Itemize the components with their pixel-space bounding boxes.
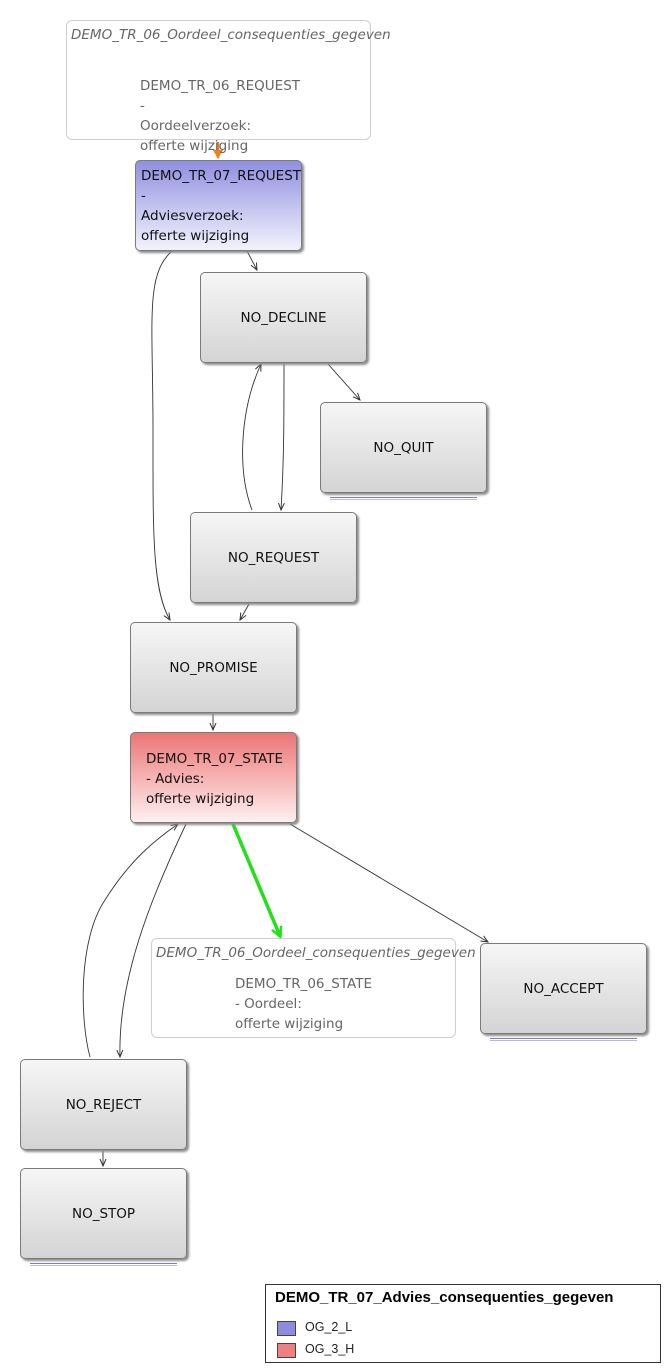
- edge-decline-to-request: [281, 363, 284, 510]
- no-decline-label: NO_DECLINE: [240, 309, 327, 326]
- no-accept-end-marker: [490, 1038, 637, 1041]
- no-stop-end-marker: [30, 1263, 177, 1266]
- no-request-node[interactable]: NO_REQUEST: [190, 512, 357, 603]
- no-reject-label: NO_REJECT: [65, 1096, 142, 1113]
- external-transaction-state[interactable]: DEMO_TR_06_Oordeel_consequenties_gegeven…: [151, 938, 476, 1038]
- legend-label-og3: OG_3_H: [305, 1342, 355, 1356]
- state-node-label: DEMO_TR_07_STATE - Advies: offerte wijzi…: [146, 751, 283, 807]
- no-promise-label: NO_PROMISE: [169, 659, 258, 676]
- no-promise-node[interactable]: NO_PROMISE: [130, 622, 297, 713]
- edge-state-to-accept: [289, 823, 488, 942]
- edge-state-to-reject: [120, 823, 187, 1057]
- external-state-text: DEMO_TR_06_STATE - Oordeel: offerte wijz…: [235, 976, 372, 1032]
- edge-request-to-decline: [246, 250, 257, 270]
- legend-swatch-og2: [277, 1321, 296, 1336]
- no-stop-label: NO_STOP: [71, 1205, 136, 1222]
- legend: DEMO_TR_07_Advies_consequenties_gegeven …: [265, 1284, 661, 1363]
- request-node-label: DEMO_TR_07_REQUEST - Adviesverzoek: offe…: [141, 168, 302, 244]
- external-transaction-title: DEMO_TR_06_Oordeel_consequenties_gegeven: [71, 27, 391, 43]
- no-decline-node[interactable]: NO_DECLINE: [200, 272, 367, 363]
- legend-title: DEMO_TR_07_Advies_consequenties_gegeven: [275, 1289, 614, 1306]
- no-quit-end-marker: [330, 497, 477, 500]
- no-quit-label: NO_QUIT: [373, 439, 434, 456]
- state-node[interactable]: DEMO_TR_07_STATE - Advies: offerte wijzi…: [130, 732, 297, 823]
- no-accept-label: NO_ACCEPT: [523, 980, 604, 997]
- request-node[interactable]: DEMO_TR_07_REQUEST - Adviesverzoek: offe…: [135, 160, 302, 251]
- edge-reject-to-state: [82, 824, 178, 1058]
- edge-norequest-to-promise: [240, 603, 250, 620]
- no-stop-node[interactable]: NO_STOP: [20, 1168, 187, 1259]
- edge-request-to-decline-return: [242, 364, 261, 511]
- external-state-title: DEMO_TR_06_Oordeel_consequenties_gegeven: [156, 945, 476, 961]
- legend-label-og2: OG_2_L: [305, 1320, 353, 1334]
- no-request-label: NO_REQUEST: [227, 549, 320, 566]
- external-transaction-text: DEMO_TR_06_REQUEST - Oordeelverzoek: off…: [140, 78, 301, 154]
- no-quit-node[interactable]: NO_QUIT: [320, 402, 487, 493]
- edge-request-to-promise: [151, 250, 173, 620]
- external-transaction-request[interactable]: DEMO_TR_06_Oordeel_consequenties_gegeven…: [66, 20, 391, 154]
- edge-state-to-external: [231, 823, 280, 936]
- no-reject-node[interactable]: NO_REJECT: [20, 1059, 187, 1150]
- legend-swatch-og3: [277, 1343, 296, 1358]
- edge-decline-to-quit: [327, 363, 360, 400]
- no-accept-node[interactable]: NO_ACCEPT: [480, 943, 647, 1034]
